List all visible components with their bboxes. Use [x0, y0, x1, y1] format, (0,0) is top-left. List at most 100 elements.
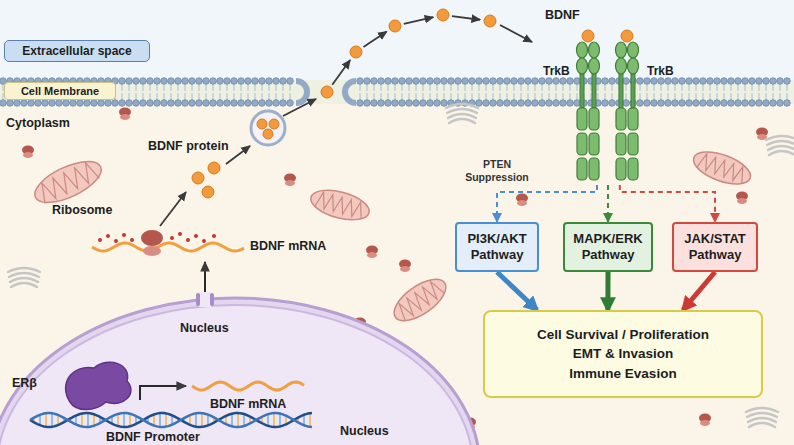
lipid-tail [709, 84, 710, 91]
lipid-tail [282, 84, 283, 91]
lipid-tail [576, 84, 577, 91]
lipid-tail [667, 93, 668, 100]
lipid-tail [191, 93, 192, 100]
lipid-tail [653, 93, 654, 100]
lipid-head [210, 78, 217, 85]
lipid-head [497, 100, 504, 107]
lipid-tail [149, 93, 150, 100]
lipid-tail [744, 93, 745, 100]
lipid-head [483, 100, 490, 107]
mrna-strand [92, 243, 244, 251]
mitochondrion [689, 146, 754, 191]
lipid-head [378, 100, 385, 107]
lipid-tail [387, 93, 388, 100]
lipid-tail [555, 84, 556, 91]
lipid-head [763, 100, 770, 107]
free-ribosome [366, 246, 378, 259]
lipid-head [777, 78, 784, 85]
base-pair [87, 413, 89, 427]
lipid-tail [366, 84, 367, 91]
lipid-head [539, 100, 546, 107]
lipid-head [707, 78, 714, 85]
lipid-head [602, 100, 609, 107]
lipid-tail [611, 84, 612, 91]
nucleus-envelope [0, 298, 480, 445]
base-pair [237, 413, 239, 427]
lipid-tail [527, 84, 528, 91]
lipid-tail [436, 84, 437, 91]
lipid-tail [415, 84, 416, 91]
lipid-head [154, 100, 161, 107]
lipid-tail [254, 84, 255, 91]
lipid-head [609, 78, 616, 85]
kinase-domain [628, 158, 638, 180]
lipid-head [126, 78, 133, 85]
lipid-head [686, 100, 693, 107]
lipid-head [238, 78, 245, 85]
endoplasmic-reticulum [10, 278, 38, 282]
lipid-head [637, 78, 644, 85]
lipid-head [679, 78, 686, 85]
lipid-head [518, 78, 525, 85]
base-pair [117, 414, 119, 426]
lipid-head [259, 78, 266, 85]
endoplasmic-reticulum [766, 136, 794, 140]
lipid-tail [499, 84, 500, 91]
dna-strand [30, 413, 312, 427]
lipid-tail [492, 84, 493, 91]
lipid-head [266, 100, 273, 107]
pathway-box: PI3K/AKT Pathway [455, 222, 539, 272]
lipid-head [154, 78, 161, 85]
lipid-tail [436, 93, 437, 100]
lipid-head [392, 78, 399, 85]
bdnf-protein-dot [257, 119, 267, 129]
lipid-head [210, 100, 217, 107]
lipid-head [385, 100, 392, 107]
lipid-tail [401, 84, 402, 91]
lipid-tail [709, 93, 710, 100]
node-text: JAK/STAT Pathway [678, 231, 752, 262]
lipid-tail [744, 84, 745, 91]
lipid-tail [121, 93, 122, 100]
lipid-head [70, 100, 77, 107]
free-ribosome [736, 192, 748, 205]
transmembrane-domain [619, 74, 623, 108]
base-pair [93, 414, 95, 425]
lipid-head [469, 78, 476, 85]
lipid-tail [289, 84, 290, 91]
annotation-label: Ribosome [52, 203, 112, 217]
membrane-fusion-edge [296, 81, 307, 103]
lipid-head [147, 100, 154, 107]
lipid-head [721, 100, 728, 107]
lipid-tail [366, 93, 367, 100]
lipid-head [735, 100, 742, 107]
lipid-tail [177, 93, 178, 100]
lipid-tail [695, 93, 696, 100]
peptide-dot [106, 234, 110, 238]
lipid-tail [121, 84, 122, 91]
receptor-dimer: TrkBTrkB [535, 30, 695, 185]
lipid-head [721, 78, 728, 85]
lipid-tail [597, 84, 598, 91]
ribosome [143, 246, 161, 256]
mitochondrion [29, 153, 107, 211]
lipid-head [539, 78, 546, 85]
secretion-arrow [160, 192, 186, 226]
lipid-head [644, 100, 651, 107]
lipid-tail [359, 93, 360, 100]
nucleus-envelope [196, 293, 200, 306]
annotation-label: BDNF Promoter [106, 430, 200, 444]
free-ribosome [700, 420, 710, 426]
node-text: Immune Evasion [569, 364, 676, 384]
lipid-tail [611, 93, 612, 100]
mitochondrion [387, 271, 452, 328]
lipid-head [420, 78, 427, 85]
lipid-head [441, 78, 448, 85]
endoplasmic-reticulum [8, 268, 40, 287]
endoplasmic-reticulum [767, 141, 794, 145]
free-ribosome [119, 108, 131, 121]
base-pair [159, 413, 161, 427]
lipid-tail [765, 84, 766, 91]
peptide-dot [194, 234, 198, 238]
node-text: Cell Survival / Proliferation [537, 325, 709, 345]
